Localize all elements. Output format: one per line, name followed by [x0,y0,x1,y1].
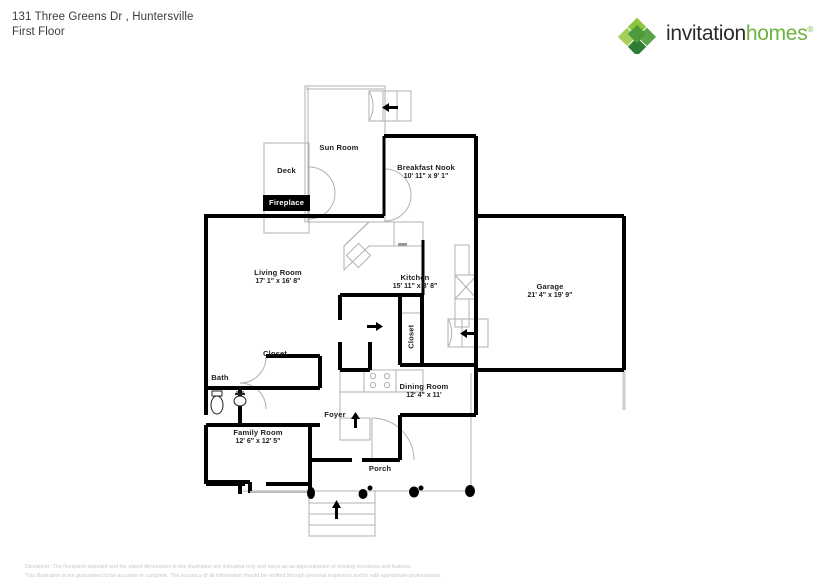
cooktop [363,369,397,393]
registered-mark: ® [807,25,813,34]
disclaimer-line-1: Disclaimer: The floorplans depicted and … [25,564,413,571]
invitation-homes-logo: invitationhomes® [617,14,813,56]
upper-right-unit [368,90,412,122]
room-label-fireplace: Fireplace [263,195,311,211]
floorplan-canvas: Sun Room Deck Fireplace Breakfast Nook 1… [0,70,831,540]
page-title: 131 Three Greens Dr , Huntersville First… [12,10,194,40]
bath-door-swing [239,382,267,410]
disclaimer: Disclaimer: The floorplans depicted and … [25,563,725,580]
kitchen-closet-outline [399,312,423,366]
closet-door-swing [239,356,267,384]
arrow-up-entry [332,500,341,519]
walls [204,134,626,494]
arrow-up-kitchen [351,412,360,428]
deck-outline [263,142,310,234]
kitchen-lower-counter [339,369,424,393]
logo-word-invitation: invitation [665,22,746,45]
arrow-left-upper [382,103,398,112]
porch-column [465,485,475,497]
toilet-tank [211,390,223,397]
porch-column-cap [418,485,424,491]
foyer-door-swing [371,417,415,461]
toilet-bowl [210,395,224,415]
porch-columns [307,485,475,499]
bath-fixtures [210,390,247,415]
porch-column-cap [367,485,373,491]
sink-basin [233,395,247,407]
disclaimer-line-2: This illustration is not guaranteed to b… [25,572,442,579]
logo-word-homes: homes [745,22,808,45]
porch-column [409,486,419,498]
porch-outline [310,373,472,492]
porch-column [358,489,368,499]
floorplan-drawing [204,85,626,537]
pinwheel-logo-icon [617,14,657,56]
deck-door-swing [308,166,336,220]
arrow-right-kitchen [367,322,383,331]
kitchen-fixture [398,243,407,246]
nook-door-swing [384,168,412,222]
logo-wordmark: invitationhomes® [666,22,813,46]
property-address: 131 Three Greens Dr , Huntersville [12,11,194,23]
garage-niche [454,244,470,276]
kitchen-sink [345,242,372,269]
door-swing-garage [447,318,453,348]
floor-label: First Floor [12,26,65,38]
porch-column [307,487,315,499]
thin-structures [204,85,626,537]
arrow-left-garage [460,329,476,338]
page-header: 131 Three Greens Dr , Huntersville First… [0,0,831,70]
door-swing-upper [368,90,374,122]
garage-entry-stairs [447,318,489,348]
direction-arrows [332,103,476,519]
